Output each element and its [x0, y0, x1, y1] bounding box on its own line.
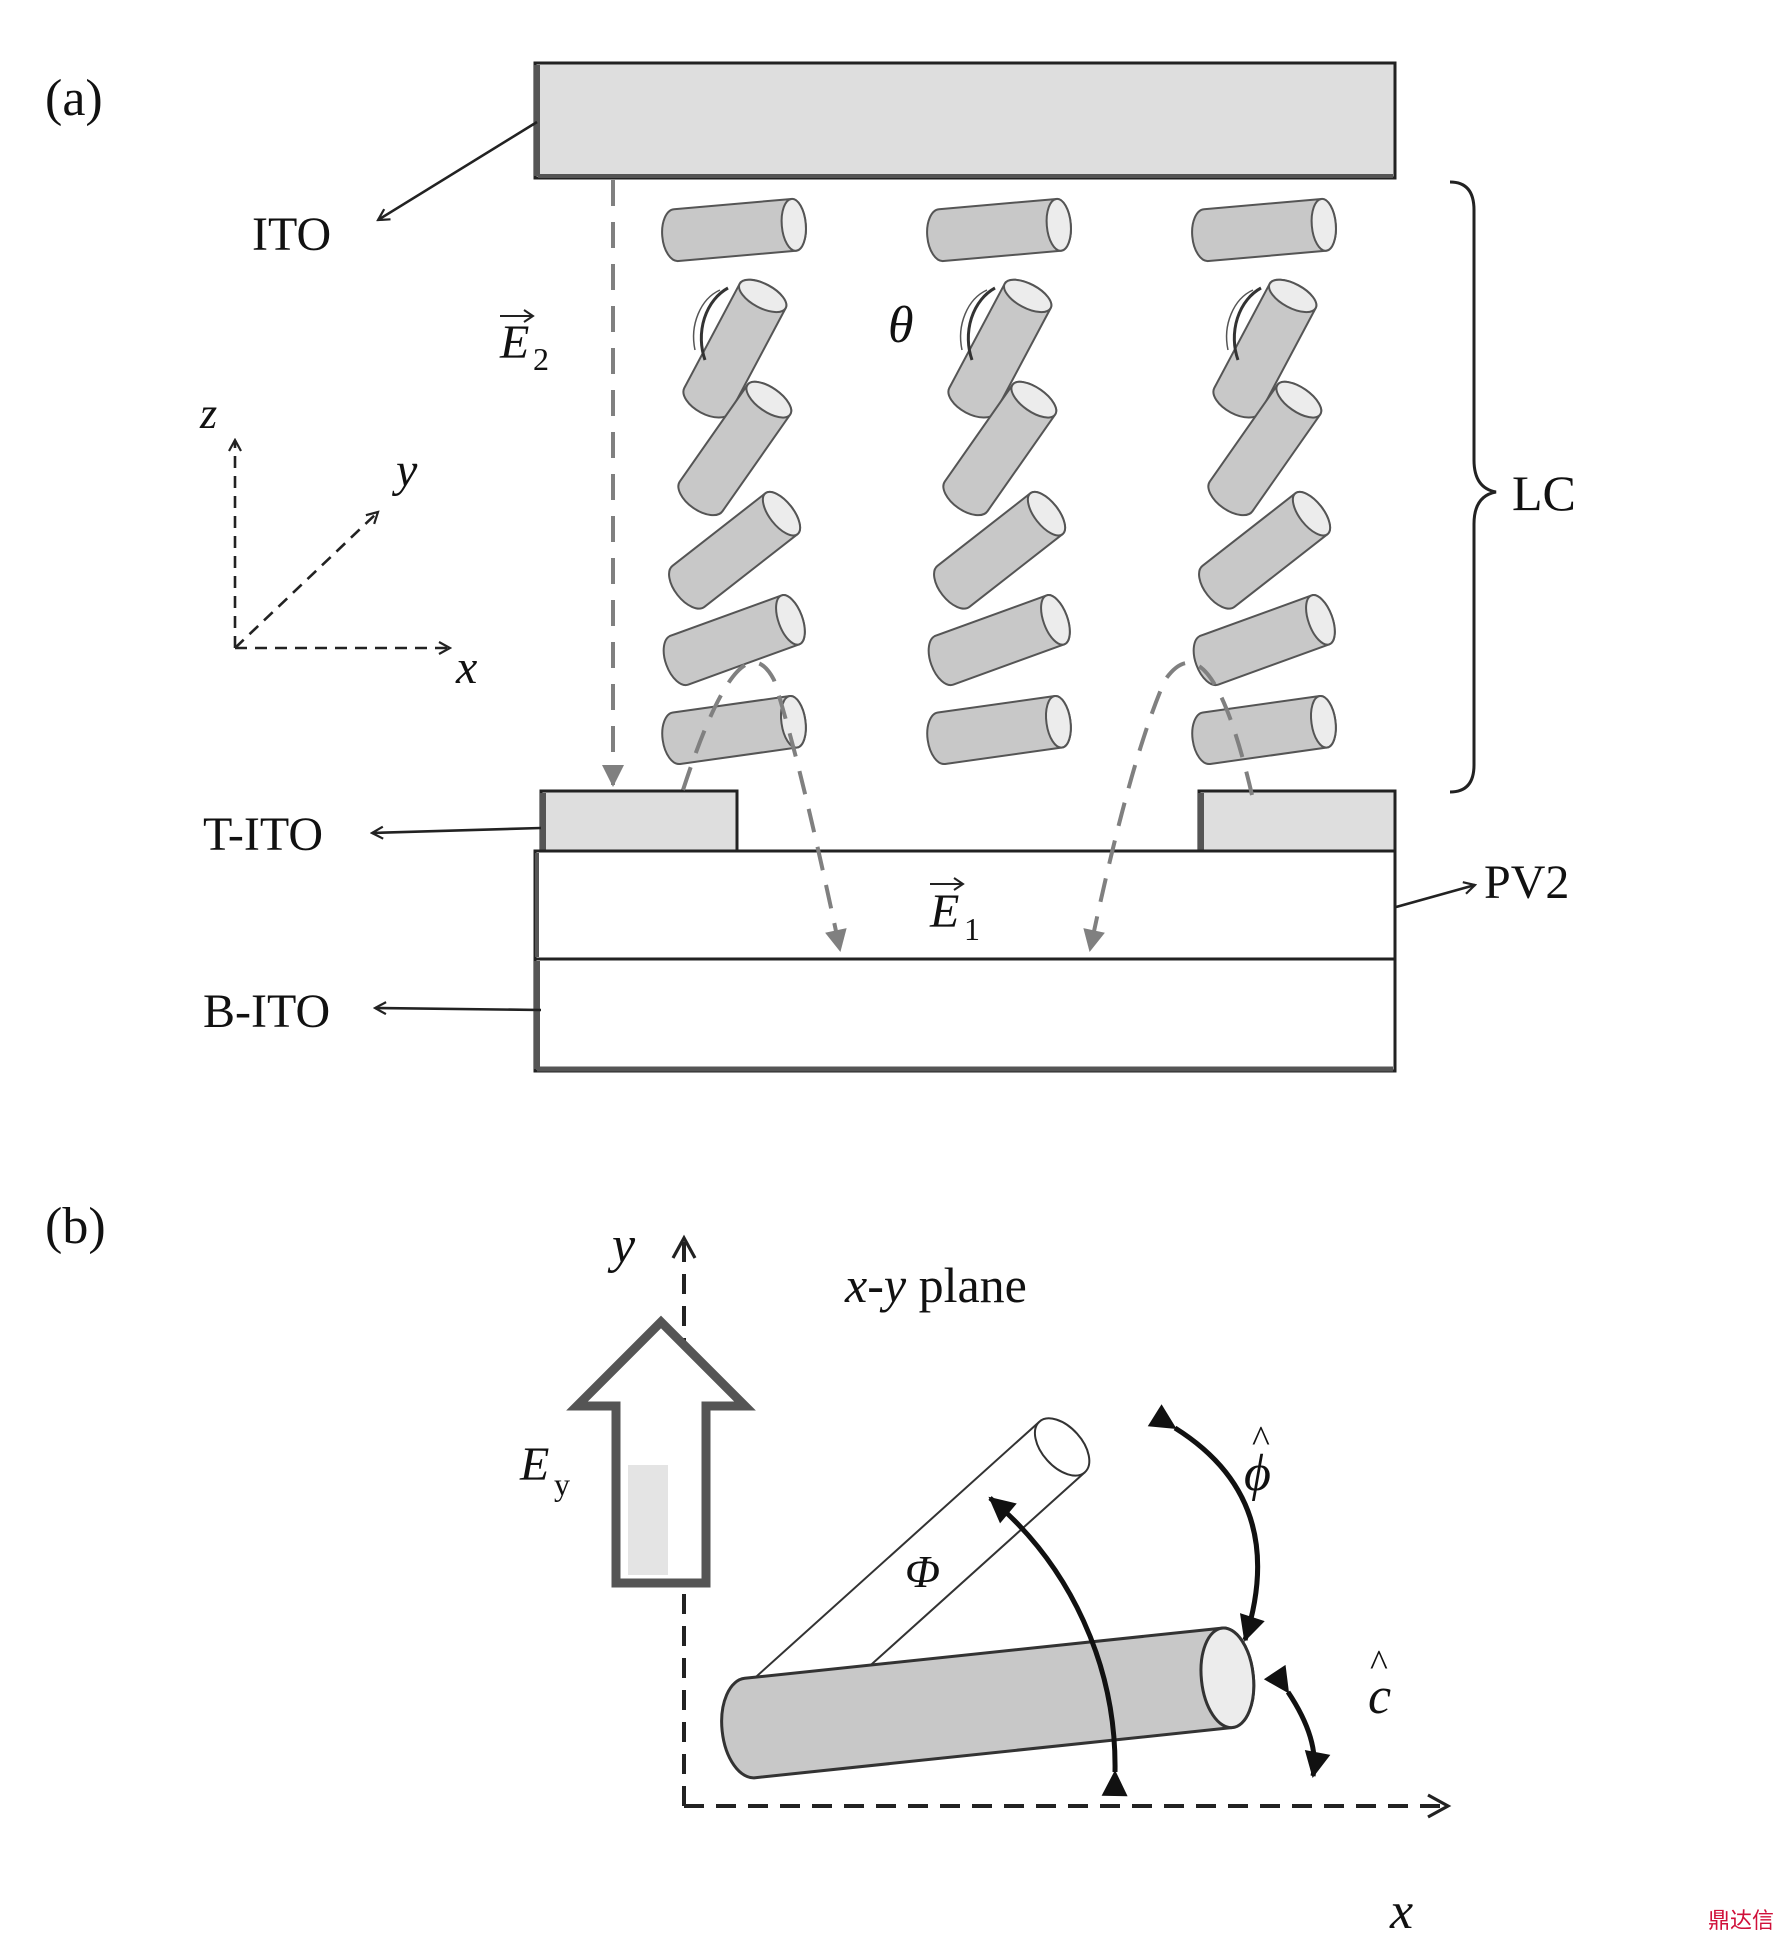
lc-molecule-rod	[1212, 278, 1318, 419]
e1-label: E 1	[929, 877, 980, 947]
c-hat-arc	[1263, 1664, 1331, 1778]
pv2-pointer-arrow	[1395, 885, 1475, 909]
lc-molecule-rod	[933, 490, 1067, 610]
lc-molecule-rod	[662, 594, 806, 687]
lc-molecule-rod	[927, 594, 1071, 687]
lc-molecule-rod	[682, 278, 788, 419]
lc-molecule-rod	[1198, 490, 1332, 610]
lc-molecule-solid	[720, 1626, 1256, 1780]
lc-molecule-rod	[1191, 197, 1337, 263]
svg-text:c: c	[1368, 1668, 1391, 1725]
svg-text:E: E	[519, 1438, 549, 1491]
phi-angle-arc	[988, 1496, 1128, 1797]
svg-text:2: 2	[533, 341, 549, 377]
lc-molecule-rod	[1191, 694, 1337, 765]
plane-title: x-y plane	[844, 1257, 1027, 1313]
svg-text:^: ^	[1252, 1419, 1270, 1461]
lc-molecule-rod	[947, 278, 1053, 419]
ito-electrode	[533, 61, 1397, 180]
axes-xyz	[235, 440, 450, 648]
panel-b-tag: (b)	[45, 1198, 106, 1255]
phi-hat-label: ϕ ^	[1244, 1419, 1271, 1502]
t-ito-pointer-arrow	[372, 828, 542, 833]
phi-capital-label: Φ	[905, 1546, 940, 1597]
ey-field-arrow	[566, 1315, 756, 1588]
lc-molecule-rod	[926, 197, 1072, 263]
lc-molecule-rod	[926, 694, 1072, 765]
svg-text:1: 1	[964, 911, 980, 947]
e2-label: E 2	[499, 309, 549, 377]
svg-text:ϕ: ϕ	[1244, 1445, 1271, 1502]
axis-b-y-label: y	[607, 1217, 636, 1274]
pv2-layer	[533, 849, 1397, 961]
lc-molecule-rod	[668, 490, 802, 610]
lc-molecule-rod	[661, 197, 807, 263]
axis-x-label: x	[455, 641, 477, 694]
axis-y-label: y	[391, 444, 418, 497]
pv2-label: PV2	[1484, 856, 1569, 909]
lc-molecule-rod	[1192, 594, 1336, 687]
lc-brace	[1449, 180, 1497, 794]
e1-field-arrow-right	[1083, 660, 1254, 952]
rotation-arc-right	[1225, 286, 1262, 361]
axis-b-x-label: x	[1389, 1883, 1413, 1939]
svg-text:E: E	[499, 316, 529, 369]
ito-label: ITO	[252, 208, 331, 261]
c-hat-label: c ^	[1368, 1643, 1391, 1725]
lc-molecule-rod	[661, 694, 807, 765]
e1-field-arrow-left	[681, 660, 847, 952]
t-ito-label: T-ITO	[203, 808, 323, 861]
svg-text:^: ^	[1370, 1643, 1388, 1685]
b-ito-label: B-ITO	[203, 985, 330, 1038]
rotation-arc-middle	[959, 286, 996, 361]
axis-z-label: z	[199, 389, 217, 438]
ito-pointer-arrow	[378, 120, 538, 220]
svg-text:y: y	[554, 1466, 570, 1502]
t-ito-pad-left	[539, 789, 739, 853]
panel-a-tag: (a)	[45, 70, 103, 127]
phi-hat-arc	[1147, 1404, 1265, 1642]
theta-label: θ	[888, 297, 914, 354]
lc-molecule-rod	[677, 380, 793, 517]
rotation-arc-left	[692, 286, 729, 361]
lc-molecule-group	[661, 197, 1337, 765]
b-ito-layer	[533, 957, 1397, 1073]
watermark-text: 鼎达信	[1707, 1909, 1774, 1934]
lc-molecule-rod	[942, 380, 1058, 517]
lc-molecule-rod	[1207, 380, 1323, 517]
lc-label: LC	[1512, 465, 1576, 521]
ey-label: E y	[519, 1438, 570, 1502]
svg-text:E: E	[929, 885, 959, 938]
t-ito-pad-right	[1197, 789, 1397, 853]
b-ito-pointer-arrow	[375, 1008, 542, 1010]
